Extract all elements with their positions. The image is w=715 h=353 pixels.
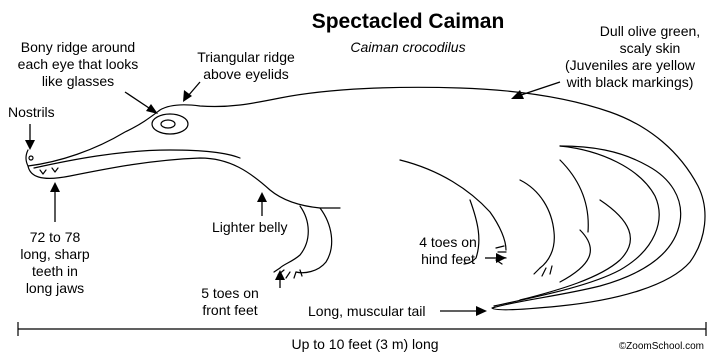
credit-text: ©ZoomSchool.com <box>619 341 704 352</box>
hind-feet-line-2: hind feet <box>421 251 475 267</box>
hind-foot-far-toes <box>534 266 552 276</box>
teeth <box>40 168 58 174</box>
label-triangular-ridge: Triangular ridge above eyelids <box>197 49 295 82</box>
label-nostrils: Nostrils <box>8 104 55 120</box>
body-lower-outline <box>28 158 340 208</box>
nostril <box>29 156 33 160</box>
label-teeth: 72 to 78 long, sharp teeth in long jaws <box>20 229 89 296</box>
eye-ridge <box>152 114 188 134</box>
label-arrows <box>25 82 560 316</box>
label-hind-feet: 4 toes on hind feet <box>419 234 477 267</box>
tail-line-3 <box>560 230 590 282</box>
length-label: Up to 10 feet (3 m) long <box>291 336 438 352</box>
label-bony-ridge: Bony ridge around each eye that looks li… <box>18 39 139 89</box>
teeth-line-2: long, sharp <box>20 246 89 262</box>
front-feet-line-2: front feet <box>202 302 257 318</box>
arrow-skin <box>518 82 560 96</box>
caiman-illustration <box>26 87 705 309</box>
tail-inner-line <box>494 146 659 306</box>
front-feet-line-1: 5 toes on <box>201 285 259 301</box>
skin-line-3: (Juveniles are yellow <box>565 57 696 73</box>
triangular-ridge-line-1: Triangular ridge <box>197 49 295 65</box>
body-upper-outline <box>26 87 705 309</box>
label-belly: Lighter belly <box>212 219 288 235</box>
label-skin: Dull olive green, scaly skin (Juveniles … <box>565 23 700 90</box>
skin-line-1: Dull olive green, <box>600 23 700 39</box>
teeth-line-3: teeth in <box>32 263 78 279</box>
tail-line-2 <box>520 200 630 300</box>
hind-feet-line-1: 4 toes on <box>419 234 477 250</box>
eye <box>161 120 175 128</box>
scientific-name: Caiman crocodilus <box>350 39 465 55</box>
bony-ridge-line-3: like glasses <box>42 73 114 89</box>
front-leg <box>280 206 332 273</box>
teeth-line-4: long jaws <box>26 280 84 296</box>
skin-line-4: with black markings) <box>566 74 694 90</box>
arrow-triangular-ridge <box>188 82 200 96</box>
bony-ridge-line-2: each eye that looks <box>18 56 139 72</box>
bony-ridge-line-1: Bony ridge around <box>21 39 135 55</box>
label-front-feet: 5 toes on front feet <box>201 285 259 318</box>
skin-line-2: scaly skin <box>620 40 681 56</box>
hind-leg-far <box>520 160 588 268</box>
triangular-ridge-line-2: above eyelids <box>203 66 289 82</box>
length-scale: Up to 10 feet (3 m) long <box>18 322 706 352</box>
label-tail: Long, muscular tail <box>308 303 426 319</box>
arrow-bony-ridge <box>125 92 152 110</box>
teeth-line-1: 72 to 78 <box>30 229 81 245</box>
diagram-title: Spectacled Caiman <box>312 10 505 33</box>
